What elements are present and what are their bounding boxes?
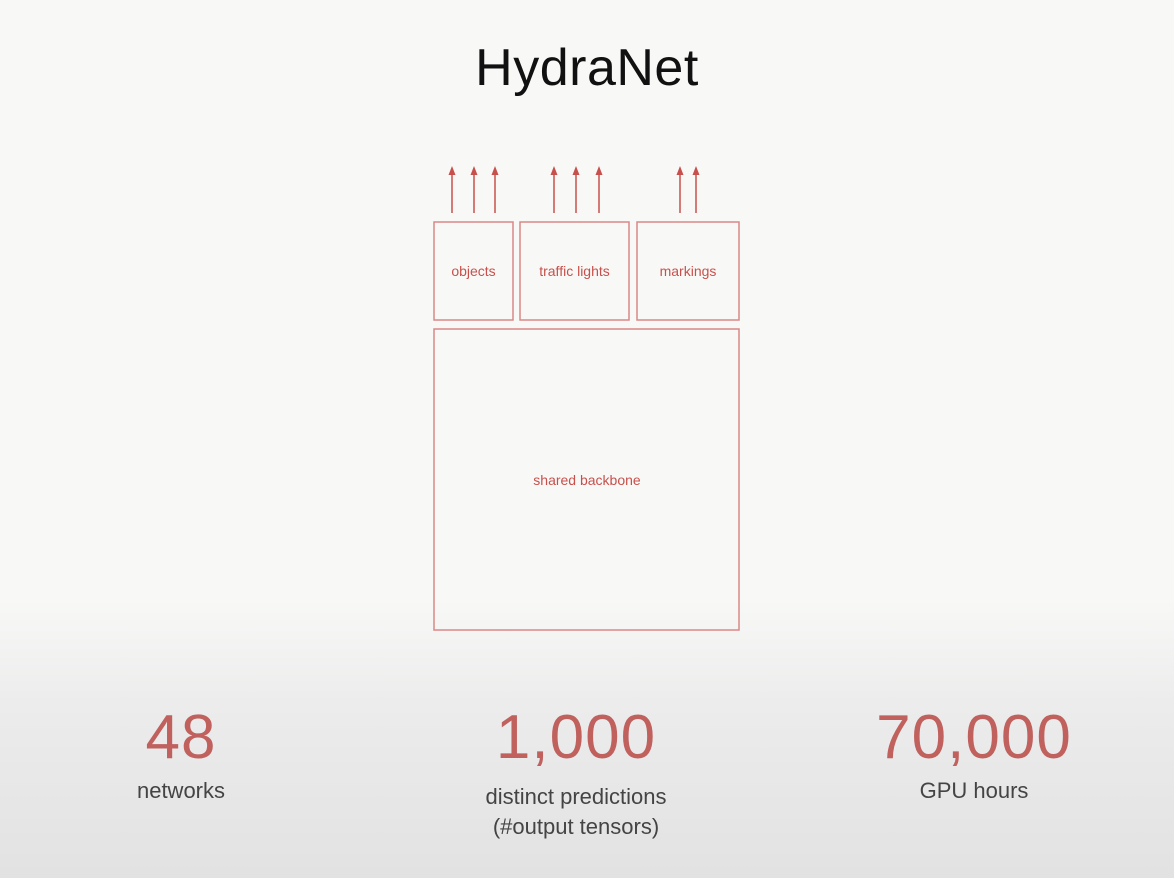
- arrowhead-icon: [572, 166, 580, 175]
- head-markings: markings: [636, 166, 740, 321]
- stat-sublabel: (#output tensors): [492, 814, 660, 839]
- slide-title: HydraNet: [475, 39, 699, 97]
- backbone-box: [433, 328, 740, 631]
- head-objects: objects: [433, 166, 514, 321]
- arrowhead-icon: [676, 166, 684, 175]
- arrowhead-icon: [595, 166, 603, 175]
- shared-backbone: shared backbone: [433, 328, 740, 631]
- stat-label: GPU hours: [919, 778, 1029, 803]
- stat-gpu-hours: 70,000 GPU hours: [814, 700, 1134, 806]
- stat-number: 1,000: [495, 703, 657, 772]
- hydranet-diagram: objects traffic lights markings shared b…: [433, 166, 740, 631]
- head-label-traffic-lights: traffic lights: [539, 263, 610, 279]
- stat-number: 70,000: [876, 703, 1072, 772]
- arrowhead-icon: [550, 166, 558, 175]
- stat-predictions: 1,000 distinct predictions (#output tens…: [416, 700, 736, 842]
- arrowhead-icon: [448, 166, 456, 175]
- head-label-objects: objects: [451, 263, 495, 279]
- head-box-markings: [636, 221, 740, 321]
- arrowhead-icon: [692, 166, 700, 175]
- head-label-markings: markings: [660, 263, 717, 279]
- stat-number: 48: [145, 703, 217, 772]
- stat-label: networks: [136, 778, 226, 803]
- head-box-objects: [433, 221, 514, 321]
- stat-networks: 48 networks: [21, 700, 341, 806]
- stat-label: distinct predictions: [485, 784, 667, 809]
- head-box-traffic-lights: [519, 221, 630, 321]
- head-traffic-lights: traffic lights: [519, 166, 630, 321]
- arrowhead-icon: [491, 166, 499, 175]
- arrowhead-icon: [470, 166, 478, 175]
- backbone-label: shared backbone: [533, 472, 641, 488]
